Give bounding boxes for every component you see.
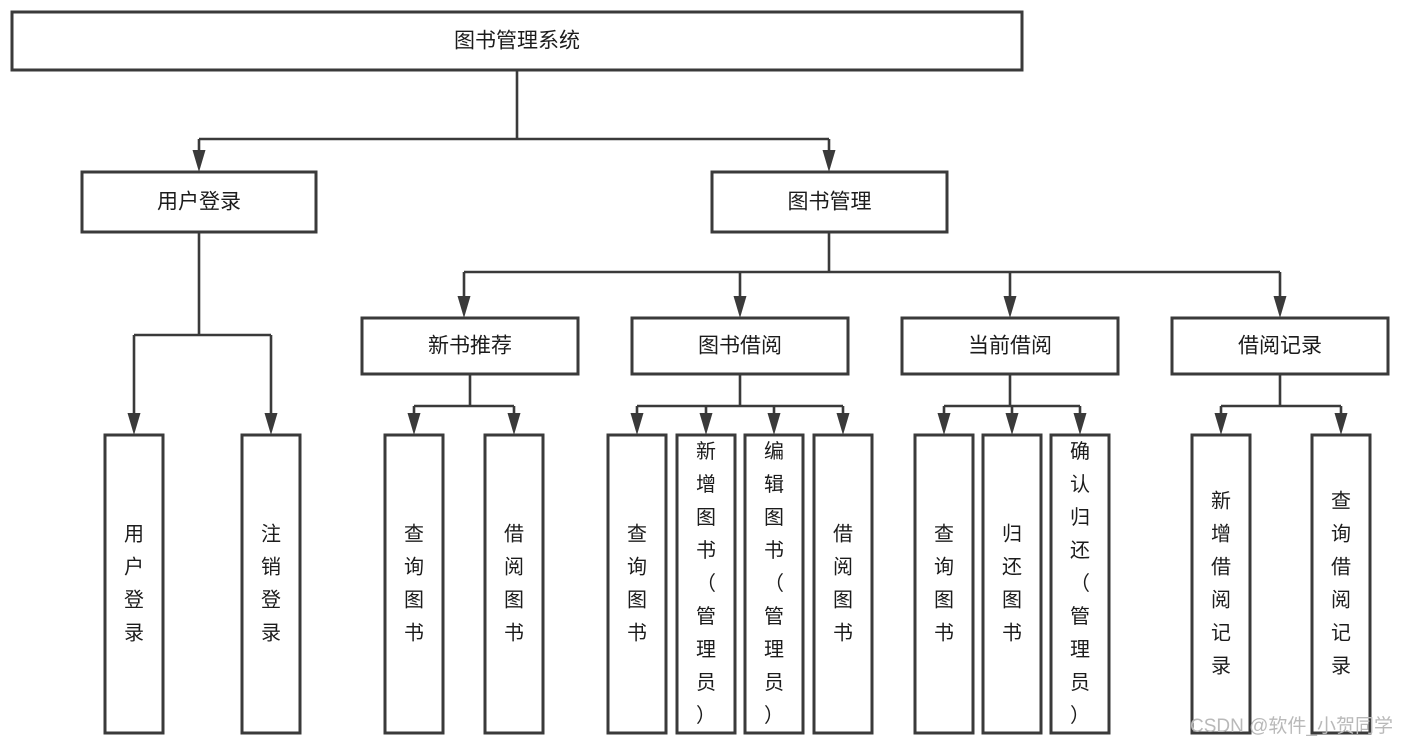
node-label: 查询图书 (404, 523, 424, 645)
node-label: 注销登录 (261, 523, 281, 645)
connectors-layer (127, 70, 1348, 435)
node-box (1310, 433, 1372, 735)
node-box (1049, 433, 1111, 735)
node-current-borrow[interactable]: 当前借阅 (900, 316, 1120, 376)
arrow-head-icon (767, 413, 781, 435)
node-book-borrow[interactable]: 图书借阅 (630, 316, 850, 376)
node-label: 查询图书 (934, 523, 954, 645)
node-label: 借阅图书 (833, 523, 853, 645)
node-label: 确认归还（管理员） (1070, 440, 1090, 727)
node-leaf-add-book[interactable]: 新增图书（管理员） (675, 433, 737, 735)
arrow-head-icon (937, 413, 951, 435)
node-user-login[interactable]: 用户登录 (80, 170, 318, 234)
arrow-head-icon (836, 413, 850, 435)
node-box (630, 316, 850, 376)
watermark-label: CSDN @软件_小贺同学 (1190, 715, 1393, 737)
node-label: 编辑图书（管理员） (764, 440, 784, 727)
node-leaf-user-login[interactable]: 用户登录 (103, 433, 165, 735)
arrow-head-icon (1214, 413, 1228, 435)
node-label: 新增借阅记录 (1211, 490, 1231, 678)
node-box (743, 433, 805, 735)
node-leaf-query-book-current[interactable]: 查询图书 (913, 433, 975, 735)
node-box (103, 433, 165, 735)
node-label: 用户登录 (124, 524, 144, 645)
node-box (710, 170, 949, 234)
node-leaf-return-book[interactable]: 归还图书 (981, 433, 1043, 735)
node-book-management[interactable]: 图书管理 (710, 170, 949, 234)
nodes-layer: 图书管理系统用户登录图书管理新书推荐图书借阅当前借阅借阅记录用户登录注销登录查询… (10, 10, 1390, 735)
node-box (360, 316, 580, 376)
node-borrow-record[interactable]: 借阅记录 (1170, 316, 1390, 376)
node-box (606, 433, 668, 735)
node-label: 图书借阅 (698, 335, 782, 358)
node-label: 借阅记录 (1238, 335, 1322, 358)
node-root[interactable]: 图书管理系统 (10, 10, 1024, 72)
node-label: 用户登录 (157, 191, 241, 214)
node-new-book-recommend[interactable]: 新书推荐 (360, 316, 580, 376)
node-leaf-borrow-book-recommend[interactable]: 借阅图书 (483, 433, 545, 735)
arrow-head-icon (264, 413, 278, 435)
arrow-head-icon (1005, 413, 1019, 435)
node-label: 归还图书 (1002, 523, 1022, 645)
node-label: 图书管理 (788, 191, 872, 214)
node-label: 新书推荐 (428, 335, 512, 358)
node-box (383, 433, 445, 735)
node-leaf-edit-book[interactable]: 编辑图书（管理员） (743, 433, 805, 735)
arrow-head-icon (1003, 296, 1017, 318)
node-box (483, 433, 545, 735)
node-label: 当前借阅 (968, 335, 1052, 358)
arrow-head-icon (1273, 296, 1287, 318)
arrow-head-icon (733, 296, 747, 318)
node-leaf-add-borrow-record[interactable]: 新增借阅记录 (1190, 433, 1252, 735)
node-box (900, 316, 1120, 376)
node-box (675, 433, 737, 735)
node-box (1190, 433, 1252, 735)
node-box (812, 433, 874, 735)
node-label: 查询借阅记录 (1331, 490, 1351, 678)
node-label: 查询图书 (627, 523, 647, 645)
node-leaf-confirm-return[interactable]: 确认归还（管理员） (1049, 433, 1111, 735)
node-box (981, 433, 1043, 735)
node-leaf-user-logout[interactable]: 注销登录 (240, 433, 302, 735)
node-label: 图书管理系统 (454, 30, 580, 53)
arrow-head-icon (1073, 413, 1087, 435)
arrow-head-icon (507, 413, 521, 435)
arrow-head-icon (630, 413, 644, 435)
node-leaf-query-book-borrow[interactable]: 查询图书 (606, 433, 668, 735)
arrow-head-icon (1334, 413, 1348, 435)
node-box (10, 10, 1024, 72)
node-box (913, 433, 975, 735)
node-label: 新增图书（管理员） (696, 440, 716, 727)
arrow-head-icon (699, 413, 713, 435)
arrow-head-icon (457, 296, 471, 318)
node-box (1170, 316, 1390, 376)
node-box (240, 433, 302, 735)
node-leaf-query-borrow-record[interactable]: 查询借阅记录 (1310, 433, 1372, 735)
arrow-head-icon (192, 150, 206, 172)
arrow-head-icon (127, 413, 141, 435)
arrow-head-icon (822, 150, 836, 172)
node-leaf-query-book-recommend[interactable]: 查询图书 (383, 433, 445, 735)
node-box (80, 170, 318, 234)
node-label: 借阅图书 (504, 523, 524, 645)
node-leaf-borrow-book[interactable]: 借阅图书 (812, 433, 874, 735)
arrow-head-icon (407, 413, 421, 435)
